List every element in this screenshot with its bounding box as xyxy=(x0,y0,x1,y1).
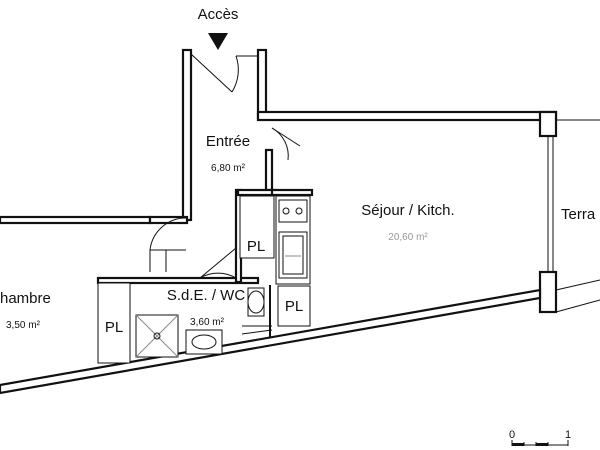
placard-chambre-label: PL xyxy=(105,319,123,336)
access-arrow-icon xyxy=(208,33,228,50)
scale-start: 0 xyxy=(509,429,515,441)
sde-label: S.d.E. / WC xyxy=(167,287,246,304)
chambre-area: 3,50 m² xyxy=(6,320,41,331)
entree-area: 6,80 m² xyxy=(211,163,246,174)
sejour-area: 20,60 m² xyxy=(388,232,428,243)
scale-end: 1 xyxy=(565,429,571,441)
sde-area: 3,60 m² xyxy=(190,317,225,328)
placard-wc-label: PL xyxy=(285,298,303,315)
kitchen xyxy=(275,195,311,285)
sejour-label: Séjour / Kitch. xyxy=(361,202,454,219)
access-label: Accès xyxy=(198,6,239,23)
entree-label: Entrée xyxy=(206,133,250,150)
chambre-door xyxy=(149,217,187,272)
bathroom-fixtures xyxy=(135,285,271,358)
sde-door xyxy=(199,247,237,279)
closets xyxy=(97,195,311,364)
scale-bar: 0 1 xyxy=(509,429,571,446)
south-wall xyxy=(0,119,600,395)
terrasse-label: Terra xyxy=(561,206,596,223)
walls xyxy=(0,48,558,314)
sejour-door xyxy=(271,127,301,161)
entry-door xyxy=(190,53,258,93)
placard-entree-label: PL xyxy=(247,238,265,255)
chambre-label: hambre xyxy=(0,290,51,307)
